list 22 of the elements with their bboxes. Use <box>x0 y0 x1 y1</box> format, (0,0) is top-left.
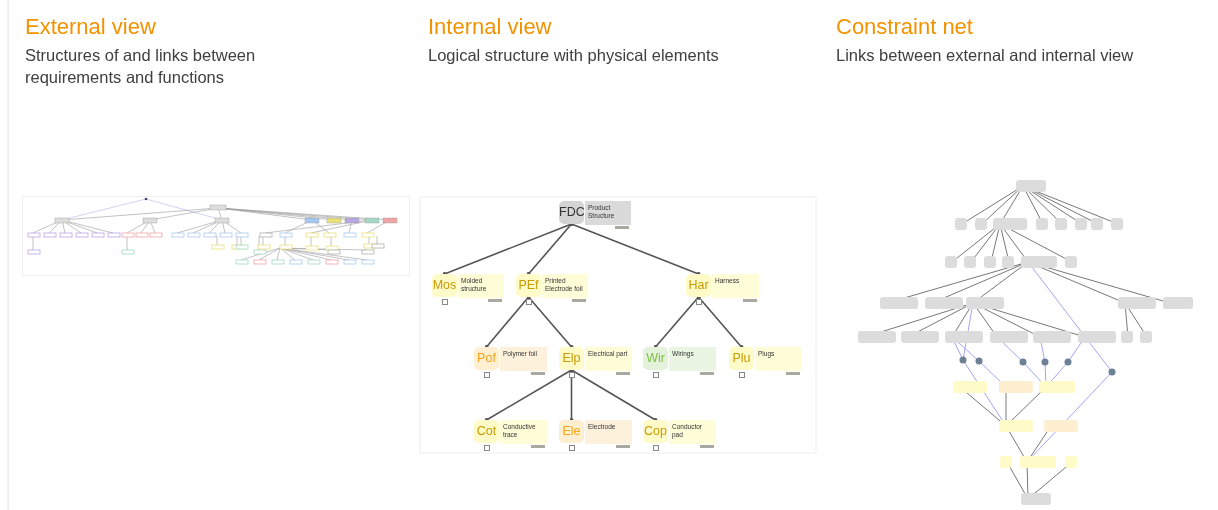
node-code: Elp <box>559 347 584 370</box>
connector <box>526 295 574 349</box>
node-code: Ele <box>559 420 584 443</box>
panel-subtitle: Logical structure with physical elements <box>428 45 720 66</box>
panel-heading: External view <box>25 14 156 40</box>
connector <box>569 368 658 422</box>
panel-subtitle: Structures of and links between requirements and functions <box>25 45 257 88</box>
tree-diagram-drawing <box>22 196 410 276</box>
node-code: Wir <box>643 347 668 370</box>
node-code: Mos <box>432 274 457 297</box>
node-code: Har <box>686 274 711 297</box>
node-code: FDC <box>559 201 584 224</box>
panel-heading: Internal view <box>428 14 552 40</box>
node-code: PEf <box>516 274 541 297</box>
node-code: Cot <box>474 420 499 443</box>
connector <box>569 222 701 276</box>
panel-heading: Constraint net <box>836 14 973 40</box>
node-code: Plu <box>729 347 754 370</box>
node-code: Cop <box>643 420 668 443</box>
connector <box>696 295 744 349</box>
panel-subtitle: Links between external and internal view <box>836 45 1135 66</box>
node-code: Pof <box>474 347 499 370</box>
